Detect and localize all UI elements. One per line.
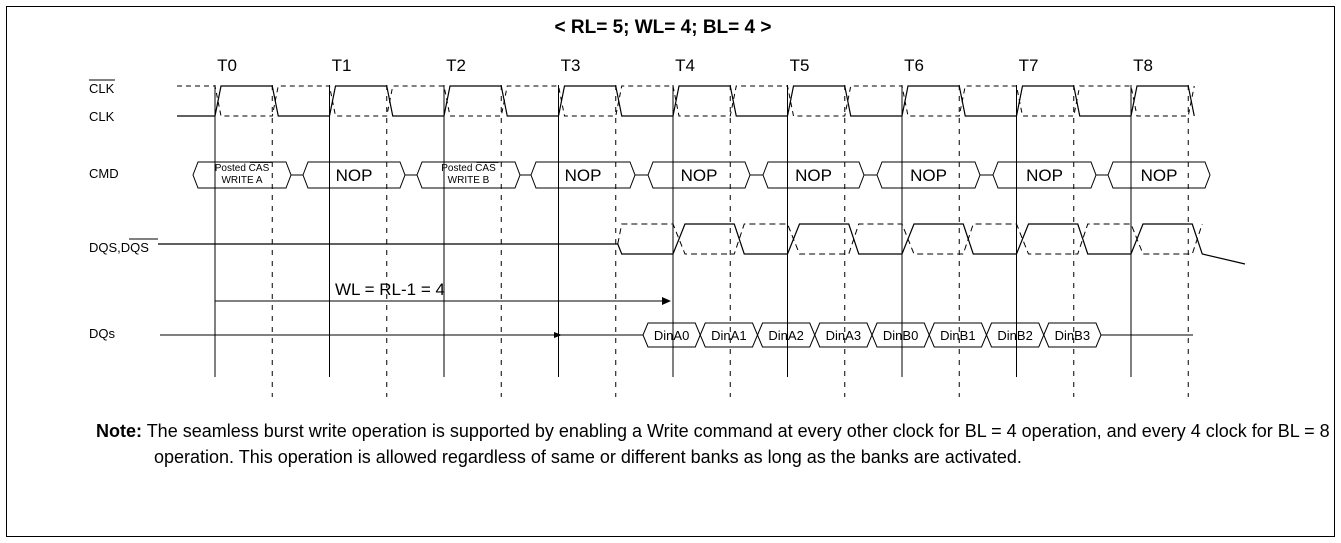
dqs-trace [158,223,1246,265]
tick-label-t2: T2 [446,56,466,75]
tick-label-t3: T3 [561,56,581,75]
data-bit-label: DinB2 [997,328,1032,343]
latency-arrow-head [662,297,671,305]
dq-arrow-head [554,332,562,338]
signal-label-cmd: CMD [89,166,119,181]
data-bit-label: DinB3 [1055,328,1090,343]
diagram-title: < RL= 5; WL= 4; BL= 4 > [555,17,772,38]
signal-label-clk: CLK [89,109,115,124]
command-label-nop: NOP [336,166,373,185]
data-bit-label: DinB0 [883,328,918,343]
data-bit-label: DinA2 [768,328,803,343]
tick-label-t5: T5 [790,56,810,75]
note-label: Note: [96,421,142,441]
signal-labels: CLK CLK CMD DQS,DQS DQs [89,79,158,341]
command-label-nop: NOP [795,166,832,185]
tick-label-t8: T8 [1133,56,1153,75]
signal-label-clk-bar: CLK [89,81,115,96]
command-label-line2: WRITE B [448,175,490,186]
note-text: The seamless burst write operation is su… [146,421,1330,467]
clk-bar-trace [177,85,1195,117]
data-bit-label: DinB1 [940,328,975,343]
timing-diagram-frame: < RL= 5; WL= 4; BL= 4 > T0 T1 T2 T3 T4 T5 T6 T7… [6,6,1335,537]
latency-label: WL = RL-1 = 4 [335,280,445,299]
tick-label-t4: T4 [675,56,695,75]
tick-label-t1: T1 [332,56,352,75]
command-label: Posted CAS [215,163,270,174]
clock-waveform [177,85,1195,117]
write-latency-marker: WL = RL-1 = 4 [215,280,671,338]
command-label: Posted CAS [441,163,496,174]
data-bit-label: DinA3 [826,328,861,343]
timing-diagram: < RL= 5; WL= 4; BL= 4 > T0 T1 T2 T3 T4 T5 T6 T7… [89,17,1246,397]
command-label-nop: NOP [681,166,718,185]
tick-label-t7: T7 [1019,56,1039,75]
note-paragraph: Note: The seamless burst write operation… [96,418,1331,470]
clock-grid-lines [214,85,1189,397]
command-slot [1107,161,1211,189]
dqs-bar-trace [617,223,1203,255]
data-bit-label: DinA1 [711,328,746,343]
dqs-waveform [158,223,1246,265]
command-label-nop: NOP [565,166,602,185]
command-label-nop: NOP [1141,166,1178,185]
tick-label-t0: T0 [217,56,237,75]
data-bit-label: DinA0 [654,328,689,343]
signal-label-dqs: DQS,DQS [89,240,149,255]
signal-label-dq: DQs [89,326,116,341]
command-label-nop: NOP [910,166,947,185]
command-label-nop: NOP [1026,166,1063,185]
clk-trace [177,85,1195,117]
command-label-line2: WRITE A [221,175,262,186]
data-bus: DinA0 DinA1 DinA2 DinA3 DinB0 DinB1 DinB2 DinB3 [160,322,1193,348]
clock-tick-labels: T0 T1 T2 T3 T4 T5 T6 T7 T8 [217,56,1153,75]
tick-label-t6: T6 [904,56,924,75]
